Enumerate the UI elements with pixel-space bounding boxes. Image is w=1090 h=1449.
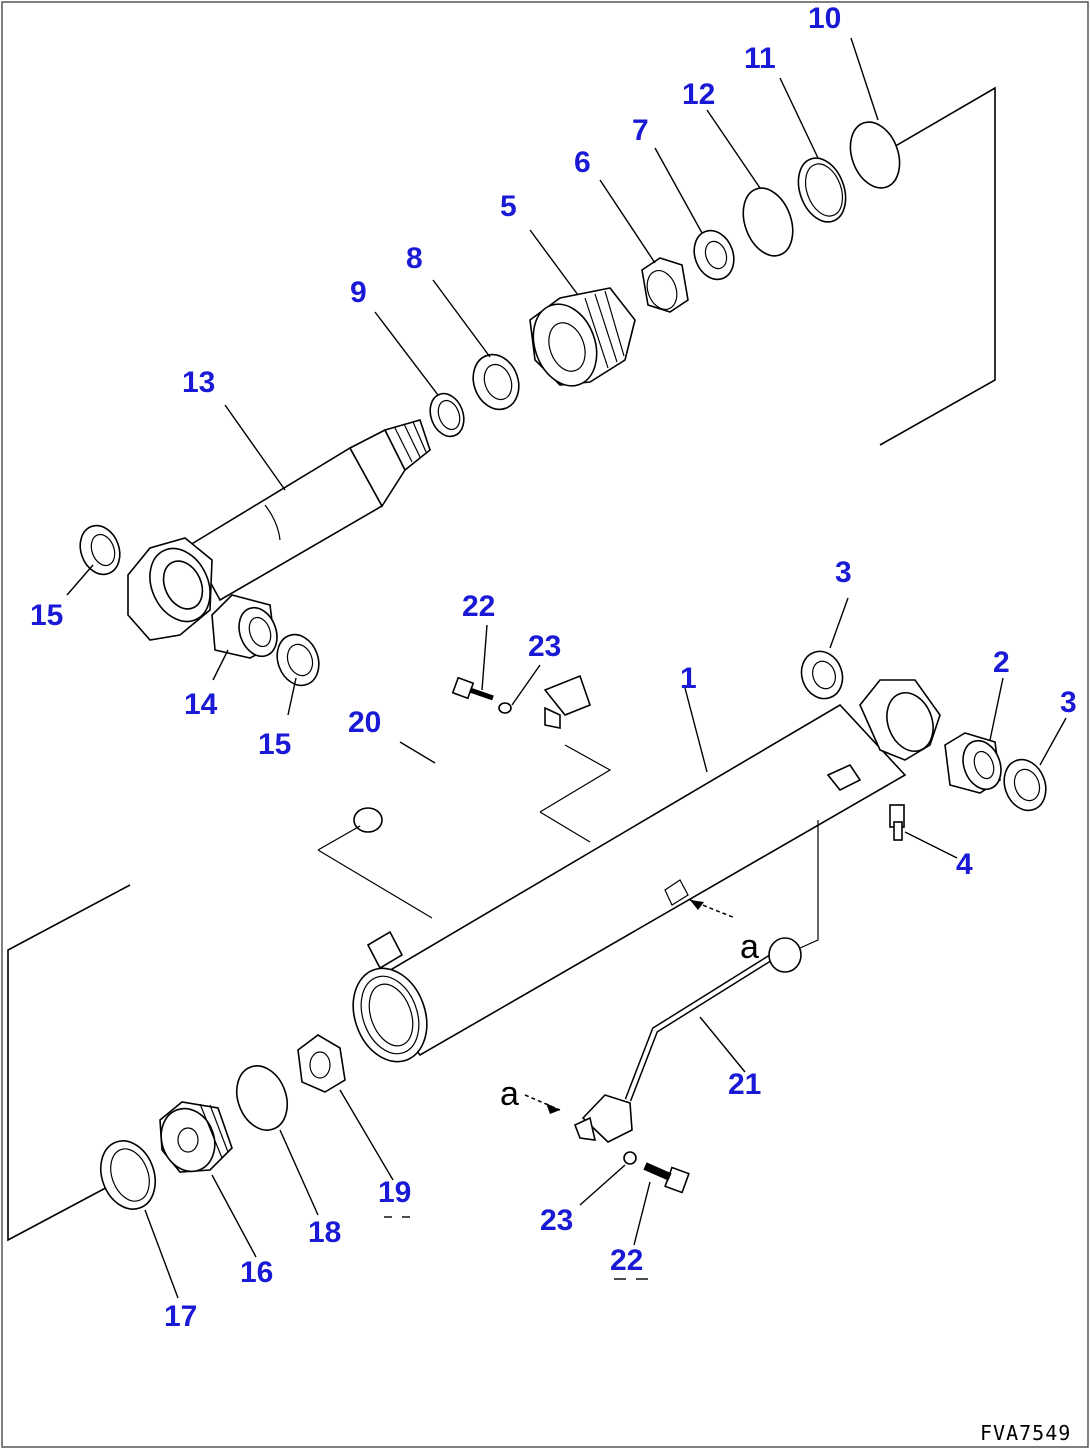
callout-12: 12 — [682, 78, 715, 111]
callout-17: 17 — [164, 1300, 197, 1333]
seal-ring-12 — [742, 187, 794, 257]
nut-7 — [693, 229, 735, 281]
piston-5 — [529, 287, 636, 387]
dust-seal-3-upper — [800, 650, 844, 700]
dust-seal-15-right — [276, 633, 320, 687]
callout-22-upper: 22 — [462, 590, 495, 623]
routing-line-e — [799, 820, 819, 949]
callout-10: 10 — [808, 2, 841, 35]
routing-line-a — [317, 849, 433, 919]
back-up-ring-11 — [797, 157, 847, 223]
callout-16: 16 — [240, 1256, 273, 1289]
tube-20 — [353, 674, 592, 833]
piston-rod-13 — [127, 419, 431, 641]
upper-guide-frame — [879, 86, 996, 446]
routing-line-c — [539, 744, 612, 813]
callout-9: 9 — [350, 276, 367, 309]
callout-22-lower: 22 — [610, 1244, 643, 1277]
callout-23-lower: 23 — [540, 1204, 573, 1237]
callout-5: 5 — [500, 190, 517, 223]
collar-8 — [472, 353, 520, 411]
bushing-14 — [211, 594, 278, 659]
callout-8: 8 — [406, 242, 423, 275]
callout-4: 4 — [956, 848, 973, 881]
callout-7: 7 — [632, 114, 649, 147]
callout-1: 1 — [680, 662, 697, 695]
callout-23-upper: 23 — [528, 630, 561, 663]
callout-11: 11 — [744, 42, 776, 75]
bolt-22-upper — [451, 676, 494, 701]
drawing-code: FVA7549 — [980, 1421, 1071, 1445]
callout-6: 6 — [574, 146, 591, 179]
callout-3-right: 3 — [1060, 686, 1077, 719]
reference-arrow-a-upper — [689, 899, 736, 919]
lower-guide-frame — [7, 884, 131, 1242]
cylinder-head-16 — [159, 1101, 233, 1173]
wear-ring-6 — [641, 257, 689, 313]
bolt-22-lower — [643, 1162, 690, 1194]
callout-15-lower: 15 — [258, 728, 291, 761]
cylinder-tube-1 — [352, 679, 941, 1063]
bushing-2 — [944, 732, 1002, 794]
ring-17 — [99, 1140, 157, 1210]
washer-23-lower — [623, 1151, 637, 1165]
reference-label-a-lower: a — [500, 1075, 519, 1113]
reference-label-a-upper: a — [740, 928, 759, 966]
callout-19: 19 — [378, 1176, 411, 1209]
callout-2: 2 — [993, 646, 1010, 679]
washer-23-upper — [498, 702, 512, 714]
callout-13: 13 — [182, 366, 215, 399]
callout-20: 20 — [348, 706, 381, 739]
grease-fitting-4 — [889, 804, 905, 841]
callout-3-upper: 3 — [835, 556, 852, 589]
o-ring-18 — [235, 1065, 289, 1131]
routing-line-b — [317, 825, 361, 851]
leader-lines — [66, 37, 1067, 1299]
dust-seal-15-left — [79, 524, 121, 576]
callout-15-left: 15 — [30, 599, 63, 632]
callout-21: 21 — [728, 1068, 761, 1101]
o-ring-10 — [849, 121, 901, 189]
reference-arrow-a-lower — [524, 1094, 561, 1114]
nut-19 — [297, 1034, 346, 1093]
dust-seal-3-right — [1003, 758, 1047, 812]
routing-line-d — [539, 811, 591, 843]
snap-ring-9 — [429, 392, 465, 438]
tube-21 — [573, 937, 802, 1143]
callout-14: 14 — [184, 688, 218, 721]
callout-18: 18 — [308, 1216, 341, 1249]
